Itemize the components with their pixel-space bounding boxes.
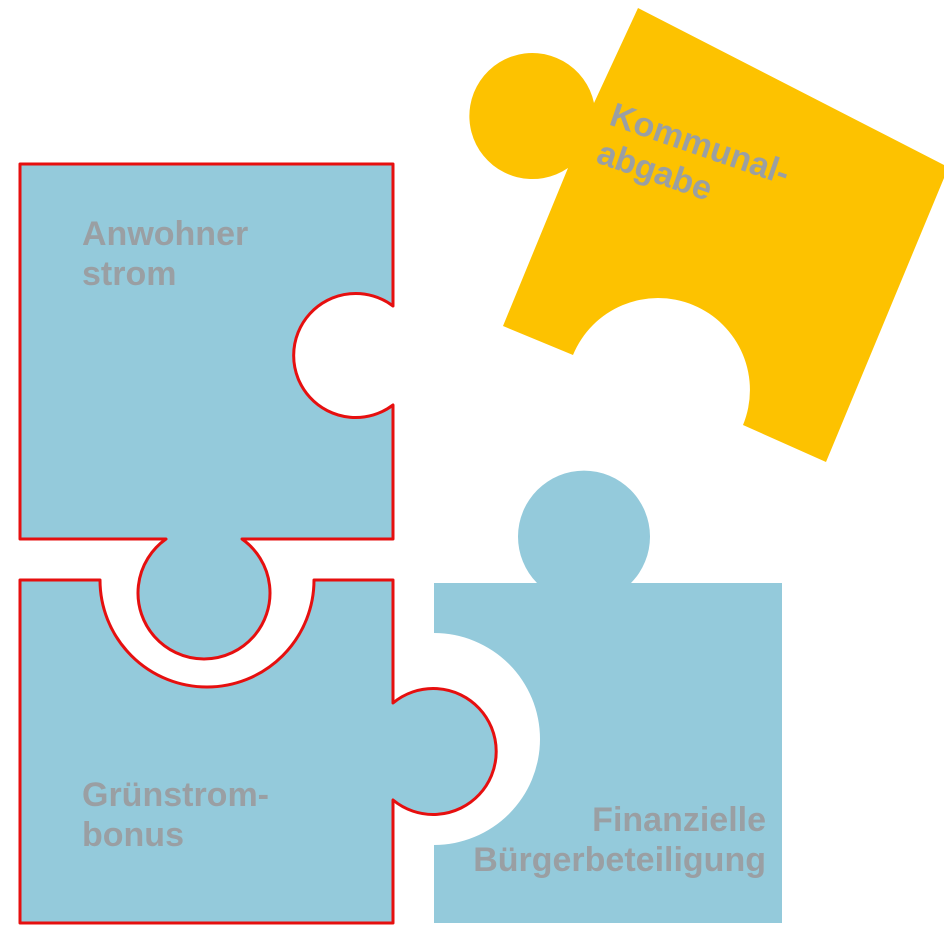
label-finanzielle-line1: Finanzielle	[592, 801, 766, 839]
piece-anwohnerstrom	[18, 162, 395, 661]
label-anwohnerstrom-line2: strom	[82, 255, 177, 293]
piece-finanzielle-buergerbeteiligung	[434, 470, 782, 923]
piece-gruenstrombonus-body	[18, 578, 498, 925]
piece-gruenstrombonus	[18, 578, 498, 925]
label-finanzielle-line2: Bürgerbeteiligung	[473, 841, 766, 879]
label-anwohnerstrom-line1: Anwohner	[82, 215, 249, 253]
piece-kommunalabgabe-body	[469, 8, 944, 462]
label-anwohnerstrom: Anwohner strom	[82, 214, 248, 294]
piece-kommunalabgabe	[469, 8, 944, 462]
piece-anwohnerstrom-body	[18, 162, 395, 661]
label-finanzielle-buergerbeteiligung: Finanzielle Bürgerbeteiligung	[473, 800, 766, 880]
piece-finanzielle-buergerbeteiligung-body	[434, 470, 782, 923]
label-gruenstrombonus: Grünstrom- bonus	[82, 775, 269, 855]
label-gruenstrombonus-line1: Grünstrom-	[82, 776, 269, 814]
label-gruenstrombonus-line2: bonus	[82, 816, 184, 854]
